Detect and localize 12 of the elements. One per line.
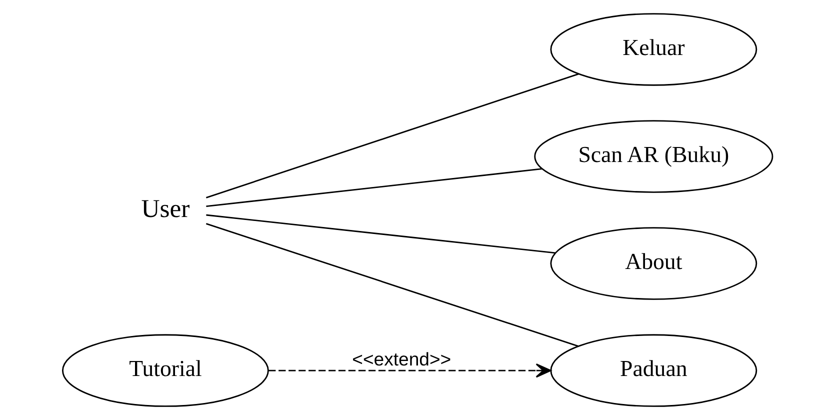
node-ellipse: Tutorial bbox=[62, 334, 268, 407]
node-ellipse: Paduan bbox=[550, 334, 757, 407]
connector bbox=[205, 73, 578, 198]
node-text: User bbox=[140, 194, 190, 223]
edge-label: <<extend>> bbox=[352, 348, 451, 370]
node-ellipse: Keluar bbox=[550, 13, 757, 86]
node-ellipse: About bbox=[550, 227, 757, 300]
connector bbox=[206, 214, 555, 254]
connector bbox=[206, 168, 542, 208]
arrow bbox=[268, 363, 551, 378]
node-ellipse: Scan AR (Buku) bbox=[534, 120, 773, 193]
connector bbox=[205, 222, 578, 347]
